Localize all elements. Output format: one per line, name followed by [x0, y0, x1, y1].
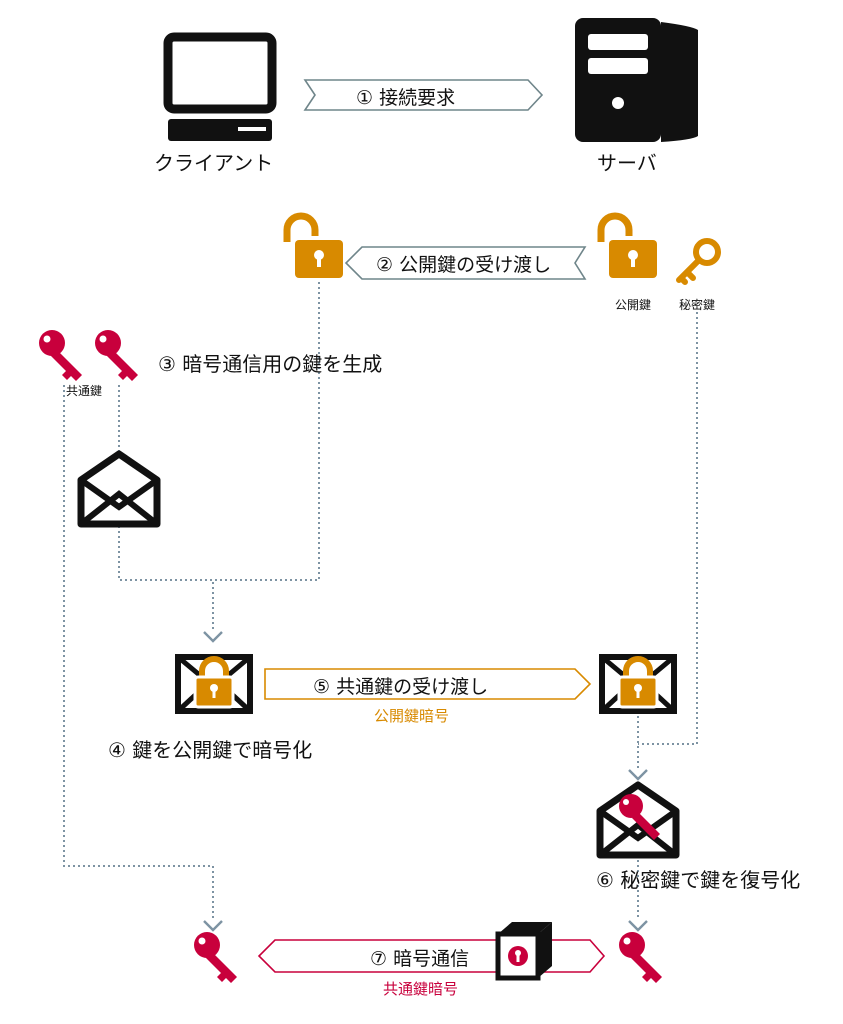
padlock-open-icon	[287, 216, 343, 278]
locked-envelope-icon	[178, 657, 250, 711]
arrow-public-key-transfer	[344, 246, 587, 280]
step-2-label: ② 公開鍵の受け渡し	[376, 254, 552, 276]
key-icon	[194, 932, 237, 983]
locked-envelope-icon	[602, 657, 674, 711]
key-icon	[39, 330, 82, 381]
step-4-label: ④ 鍵を公開鍵で暗号化	[108, 738, 313, 762]
public-key-label: 公開鍵	[615, 298, 652, 312]
padlock-open-icon	[601, 216, 657, 278]
client-label: クライアント	[154, 151, 274, 175]
envelope-icon	[81, 454, 157, 524]
step-5-label: ⑤ 共通鍵の受け渡し	[313, 676, 489, 698]
public-key-crypto-label: 公開鍵暗号	[374, 707, 450, 725]
cube-box-icon	[495, 922, 552, 981]
server-label: サーバ	[597, 151, 657, 175]
envelope-icon	[600, 785, 676, 855]
key-icon	[95, 330, 138, 381]
monitor-icon	[163, 32, 277, 141]
step-3-label: ③ 暗号通信用の鍵を生成	[158, 352, 383, 376]
arrow-connect-request	[303, 79, 544, 111]
private-key-label: 秘密鍵	[679, 298, 716, 312]
step-7-label: ⑦ 暗号通信	[370, 948, 470, 970]
step-1-label: ① 接続要求	[356, 87, 456, 109]
key-icon	[619, 932, 662, 983]
server-tower-icon	[575, 18, 698, 142]
arrow-common-key-transfer	[264, 668, 592, 700]
dotted-connectors	[63, 282, 698, 920]
step-6-label: ⑥ 秘密鍵で鍵を復号化	[596, 868, 801, 892]
common-key-label: 共通鍵	[66, 384, 103, 398]
key-icon	[676, 238, 721, 285]
common-key-crypto-label: 共通鍵暗号	[383, 980, 459, 998]
